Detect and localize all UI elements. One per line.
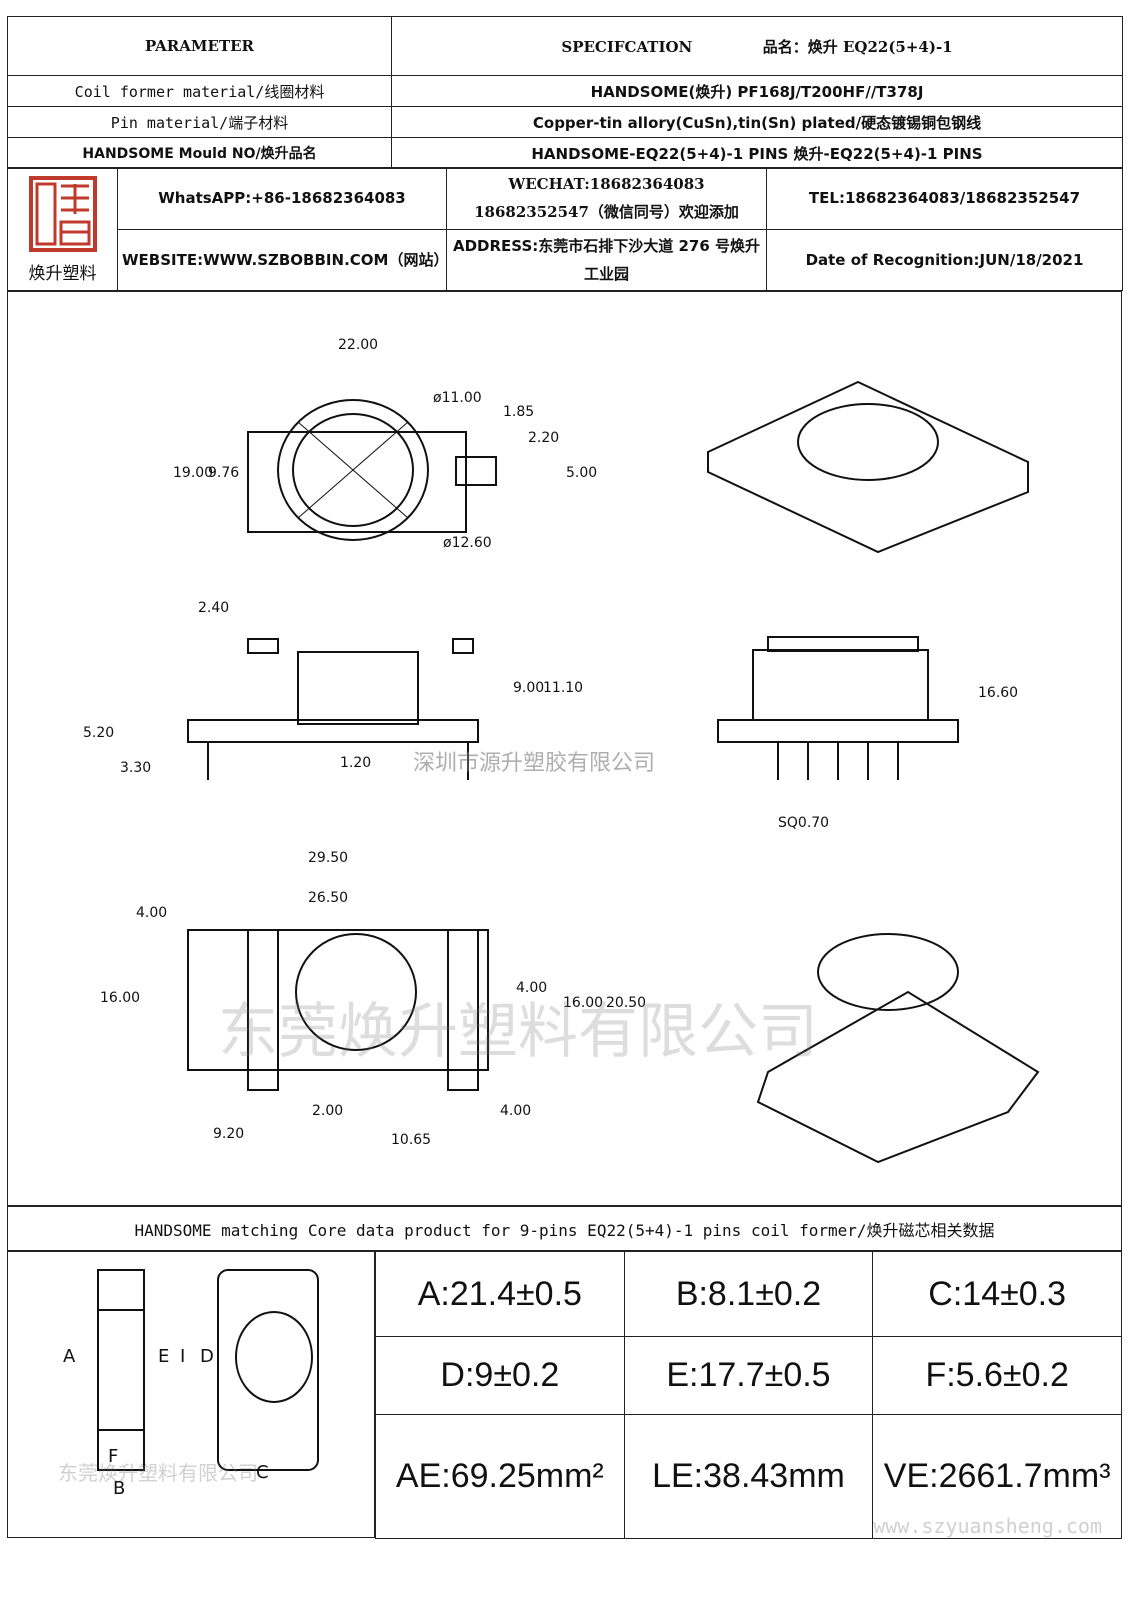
core-B: B:8.1±0.2	[623, 1251, 874, 1337]
core-diagram: A E I D F B C 东莞焕升塑料有限公司	[7, 1251, 375, 1538]
dim-B: ø11.00	[433, 390, 482, 406]
dim-J: 9.00	[513, 680, 544, 696]
core-label-D: D	[200, 1346, 214, 1367]
company-logo-icon	[28, 175, 97, 252]
top-view-frame	[247, 431, 467, 533]
core-E: E:17.7±0.5	[623, 1336, 874, 1415]
dim-D: 19.00	[173, 465, 213, 481]
logo-text: 焕升塑料	[28, 263, 97, 284]
core-A: A:21.4±0.5	[375, 1251, 625, 1337]
watermark-2: 东莞焕升塑料有限公司	[218, 997, 818, 1067]
dim-W: 16.00	[563, 995, 603, 1011]
core-label-I: I	[180, 1346, 185, 1367]
dim-O: 26.50	[308, 890, 348, 906]
pin-material-label: Pin material/端子材料	[7, 106, 392, 138]
dim-E: 2.40	[198, 600, 229, 616]
dim-G: 3.30	[120, 760, 151, 776]
dim-U: 4.00	[500, 1103, 531, 1119]
technical-drawing: 22.00 ø11.00 ø12.60 19.00 9.76 1.85 2.20…	[7, 291, 1122, 1206]
coil-material-value: HANDSOME(焕升) PF168J/T200HF//T378J	[391, 75, 1123, 107]
whatsapp: WhatsAPP:+86-18682364083	[117, 167, 447, 230]
core-label-C: C	[256, 1462, 269, 1483]
matching-core-heading: HANDSOME matching Core data product for …	[7, 1206, 1122, 1251]
core-label-E: E	[158, 1346, 169, 1367]
dim-I: 1.20	[340, 755, 371, 771]
dim-d2: 9.76	[208, 465, 239, 481]
core-label-F: F	[108, 1446, 118, 1467]
address: ADDRESS:东莞市石排下沙大道 276 号焕升工业园	[446, 228, 767, 291]
dim-Q: 16.00	[100, 990, 140, 1006]
core-diagram-svg: A E I D F B C 东莞焕升塑料有限公司	[58, 1269, 319, 1499]
website: WEBSITE:WWW.SZBOBBIN.COM（网站）	[117, 228, 448, 291]
dim-C: ø12.60	[443, 535, 492, 551]
dim-V: 4.00	[516, 980, 547, 996]
specification-label: SPECIFCATION	[561, 37, 693, 56]
core-data-table: A:21.4±0.5 B:8.1±0.2 C:14±0.3 D:9±0.2 E:…	[375, 1251, 1122, 1539]
pin-material-value: Copper-tin allory(CuSn),tin(Sn) plated/硬…	[391, 106, 1123, 138]
dim-b1: 1.85	[503, 404, 534, 420]
parameter-heading: PARAMETER	[7, 16, 392, 76]
core-D: D:9±0.2	[375, 1336, 625, 1415]
mould-no-value: HANDSOME-EQ22(5+4)-1 PINS 焕升-EQ22(5+4)-1…	[391, 137, 1123, 169]
dim-A: 22.00	[338, 337, 378, 353]
core-LE: LE:38.43mm	[623, 1414, 874, 1539]
dim-P: 4.00	[136, 905, 167, 921]
wechat: WECHAT:18682364083 18682352547（微信同号）欢迎添加	[446, 167, 767, 230]
drawing-svg: 22.00 ø11.00 ø12.60 19.00 9.76 1.85 2.20…	[83, 337, 1040, 1164]
dim-F: 5.20	[83, 725, 114, 741]
dim-L: 16.60	[978, 685, 1018, 701]
tel: TEL:18682364083/18682352547	[766, 167, 1123, 230]
company-table: 焕升塑料 WhatsAPP:+86-18682364083 WECHAT:186…	[7, 167, 1123, 291]
core-data-section: A E I D F B C 东莞焕升塑料有限公司 A:21.4±0.5 B:8.…	[7, 1251, 1122, 1539]
mould-no-label: HANDSOME Mould NO/焕升品名	[7, 137, 392, 169]
core-VE: VE:2661.7mm³	[872, 1414, 1122, 1539]
dim-b3: 5.00	[566, 465, 597, 481]
core-F: F:5.6±0.2	[872, 1336, 1122, 1415]
logo-cell: 焕升塑料	[7, 167, 118, 291]
core-C: C:14±0.3	[872, 1251, 1122, 1337]
dim-X: 20.50	[606, 995, 646, 1011]
dim-S: 2.00	[312, 1103, 343, 1119]
core-label-A: A	[63, 1346, 76, 1367]
core-AE: AE:69.25mm²	[375, 1414, 625, 1539]
spec-table: PARAMETER SPECIFCATION 品名：焕升 EQ22(5+4)-1…	[7, 16, 1123, 169]
dim-R: 9.20	[213, 1126, 244, 1142]
dim-N: 29.50	[308, 850, 348, 866]
core-watermark: 东莞焕升塑料有限公司	[58, 1461, 258, 1485]
dim-T: 10.65	[391, 1132, 431, 1148]
product-name: 品名：焕升 EQ22(5+4)-1	[762, 37, 953, 56]
dim-b2: 2.20	[528, 430, 559, 446]
coil-material-label: Coil former material/线圈材料	[7, 75, 392, 107]
recognition-date: Date of Recognition:JUN/18/2021	[766, 228, 1123, 291]
spec-heading: SPECIFCATION 品名：焕升 EQ22(5+4)-1	[391, 16, 1123, 76]
dim-M: SQ0.70	[778, 815, 829, 831]
watermark-1: 深圳市源升塑胶有限公司	[413, 751, 655, 776]
core-label-B: B	[113, 1478, 125, 1499]
dim-K: 11.10	[543, 680, 583, 696]
